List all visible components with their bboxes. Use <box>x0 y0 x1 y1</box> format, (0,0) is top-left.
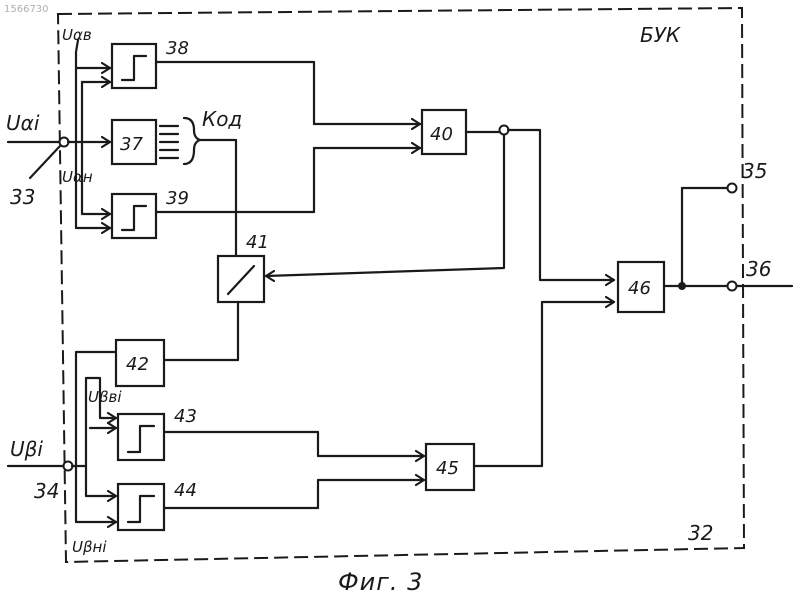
output-36-node <box>728 282 737 291</box>
wire-44-to-45 <box>164 480 424 508</box>
code-line-to-41 <box>200 140 236 256</box>
wire-42-to-41 <box>164 302 238 360</box>
input-alpha-label: Uαi <box>6 111 40 135</box>
block-37-label: 37 <box>120 134 143 155</box>
enclosure-ref-label: 32 <box>688 521 713 545</box>
block-42-label: 42 <box>126 354 149 375</box>
beta-bus <box>72 352 116 522</box>
wire-45-to-46 <box>474 302 614 466</box>
wire-39-to-40 <box>156 148 420 212</box>
block-39-label: 39 <box>166 188 189 209</box>
block-40-label: 40 <box>430 124 453 145</box>
alpha-branch-39b <box>82 82 110 214</box>
output-35-label: 35 <box>742 159 767 183</box>
block-38-label: 38 <box>166 38 189 59</box>
wire-40-to-46 <box>508 130 614 280</box>
wire-43-to-45 <box>164 432 424 456</box>
output-35-node <box>728 184 737 193</box>
wire-38-to-40 <box>156 62 420 124</box>
wire-to-out35 <box>682 188 728 286</box>
input-alpha-terminal: 33 <box>10 185 35 209</box>
corner-text: 1566730 <box>4 4 49 15</box>
code-brace <box>184 118 200 164</box>
signal-ua-lower: Uαн <box>62 168 93 186</box>
signal-ub-lower: Uβнi <box>72 538 107 556</box>
signal-ua-upper: Uαв <box>62 26 92 44</box>
input-beta-label: Uβi <box>10 437 43 461</box>
output-36-label: 36 <box>746 257 771 281</box>
alpha-bus <box>68 40 110 228</box>
block-41-label: 41 <box>246 232 269 253</box>
block-44-label: 44 <box>174 480 197 501</box>
block-46-label: 46 <box>628 278 651 299</box>
input-beta-terminal: 34 <box>34 479 59 503</box>
block-45-label: 45 <box>436 458 459 479</box>
wire-40-to-41 <box>266 135 504 276</box>
input-alpha-lead <box>30 146 60 178</box>
block-37-code-lines <box>160 126 178 158</box>
figure-caption: Фиг. 3 <box>338 568 423 596</box>
block-43-label: 43 <box>174 406 197 427</box>
signal-ub-upper: Uβвi <box>88 388 122 406</box>
signal-code-label: Код <box>202 107 242 131</box>
enclosure-title: БУК <box>640 23 681 47</box>
